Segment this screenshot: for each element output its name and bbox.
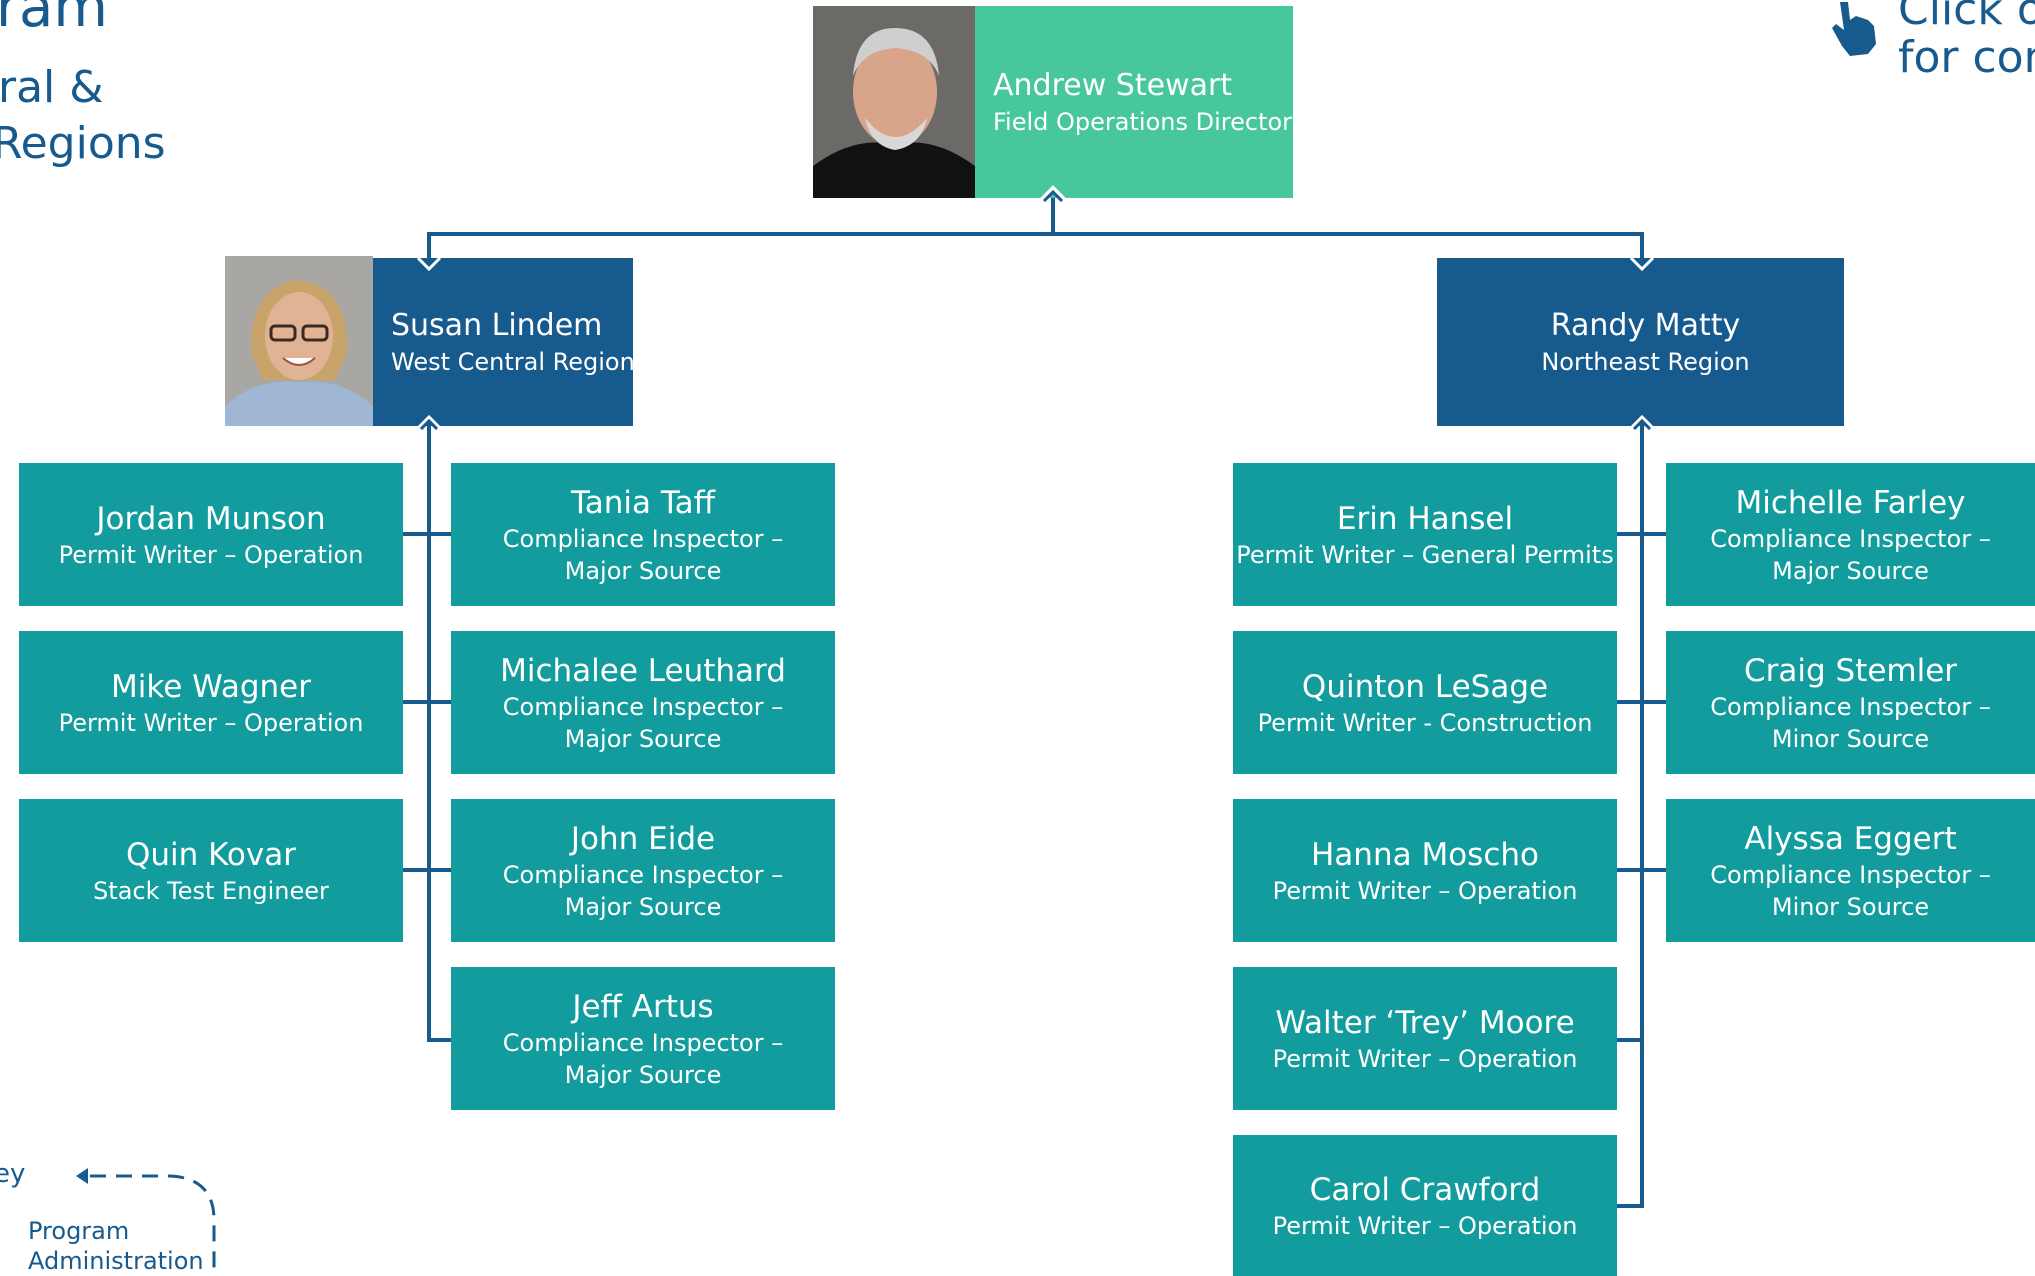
key-label: ey <box>0 1159 26 1189</box>
staff-role-line1: Compliance Inspector – <box>502 1028 784 1057</box>
pointing-hand-icon <box>1826 0 1882 58</box>
staff-role-line2: Major Source <box>564 892 722 921</box>
hint-line1: Click o <box>1898 0 2035 35</box>
ne-region-arrowhead-bottom <box>1629 414 1655 430</box>
staff-card[interactable]: Craig Stemler Compliance Inspector – Min… <box>1666 631 2035 774</box>
staff-name: Michelle Farley <box>1735 484 1966 521</box>
staff-role-line1: Compliance Inspector – <box>1710 860 1991 889</box>
staff-role: Permit Writer – Operation <box>1272 876 1578 905</box>
key-line2: Administration <box>28 1247 204 1275</box>
director-title: Field Operations Director <box>993 108 1293 136</box>
staff-card[interactable]: Michalee Leuthard Compliance Inspector –… <box>451 631 835 774</box>
staff-card[interactable]: Erin Hansel Permit Writer – General Perm… <box>1233 463 1617 606</box>
staff-role: Permit Writer – Operation <box>58 540 364 569</box>
staff-card[interactable]: Jeff Artus Compliance Inspector – Major … <box>451 967 835 1110</box>
staff-role-line2: Major Source <box>564 1060 722 1089</box>
connector-west-row4 <box>427 1038 451 1042</box>
connector-west-row3 <box>403 868 451 872</box>
staff-card[interactable]: Quinton LeSage Permit Writer - Construct… <box>1233 631 1617 774</box>
staff-name: Walter ‘Trey’ Moore <box>1275 1004 1575 1041</box>
staff-name: Jeff Artus <box>572 988 714 1025</box>
director-arrowhead <box>1039 185 1067 202</box>
staff-card[interactable]: Jordan Munson Permit Writer – Operation <box>19 463 403 606</box>
staff-card[interactable]: Quin Kovar Stack Test Engineer <box>19 799 403 942</box>
staff-card[interactable]: Mike Wagner Permit Writer – Operation <box>19 631 403 774</box>
hint-line2: for con <box>1898 32 2035 83</box>
staff-name: Alyssa Eggert <box>1744 820 1957 857</box>
connector-director-down <box>1051 186 1055 236</box>
staff-name: John Eide <box>570 820 716 857</box>
connector-ne-drop <box>1640 232 1644 264</box>
staff-role: Permit Writer – Operation <box>1272 1211 1578 1240</box>
staff-name: Jordan Munson <box>96 500 326 537</box>
staff-role-line2: Major Source <box>564 556 722 585</box>
connector-ne-row5 <box>1616 1204 1644 1208</box>
ne-region-arrowhead-top <box>1629 256 1655 272</box>
staff-role: Permit Writer – Operation <box>1272 1044 1578 1073</box>
staff-role-line1: Compliance Inspector – <box>502 692 784 721</box>
region-manager-name: Susan Lindem <box>391 308 603 343</box>
staff-name: Quinton LeSage <box>1301 668 1549 705</box>
connector-ne-row4 <box>1616 1038 1644 1042</box>
staff-card[interactable]: Tania Taff Compliance Inspector – Major … <box>451 463 835 606</box>
connector-ne-trunk <box>1640 422 1644 1208</box>
region-card-northeast[interactable]: Randy Matty Northeast Region <box>1437 258 1844 426</box>
connector-horizontal-top <box>427 232 1644 236</box>
connector-west-row2 <box>403 700 451 704</box>
connector-ne-row1 <box>1616 532 1666 536</box>
key-line1: Program <box>28 1217 130 1245</box>
staff-name: Erin Hansel <box>1336 500 1514 537</box>
page-subtitle-line1: ral & <box>0 62 104 113</box>
staff-name: Hanna Moscho <box>1311 836 1539 873</box>
director-name: Andrew Stewart <box>993 68 1233 103</box>
staff-name: Craig Stemler <box>1743 652 1958 689</box>
region-name: West Central Region <box>391 348 635 376</box>
susan-lindem-photo <box>225 256 373 426</box>
staff-card[interactable]: Michelle Farley Compliance Inspector – M… <box>1666 463 2035 606</box>
staff-card[interactable]: Hanna Moscho Permit Writer – Operation <box>1233 799 1617 942</box>
page-title: ram <box>0 0 108 40</box>
staff-name: Mike Wagner <box>111 668 311 705</box>
connector-west-drop <box>427 232 431 264</box>
staff-role-line1: Compliance Inspector – <box>502 524 784 553</box>
staff-card[interactable]: John Eide Compliance Inspector – Major S… <box>451 799 835 942</box>
page-subtitle-line2: Regions <box>0 118 166 169</box>
west-region-arrowhead-bottom <box>416 414 442 430</box>
staff-card[interactable]: Alyssa Eggert Compliance Inspector – Min… <box>1666 799 2035 942</box>
region-card-west-central[interactable]: Susan Lindem West Central Region <box>373 258 635 426</box>
staff-role-line1: Compliance Inspector – <box>1710 524 1991 553</box>
west-region-arrowhead-top <box>416 256 442 272</box>
staff-role-line2: Minor Source <box>1771 892 1930 921</box>
staff-card[interactable]: Walter ‘Trey’ Moore Permit Writer – Oper… <box>1233 967 1617 1110</box>
staff-name: Carol Crawford <box>1309 1171 1541 1208</box>
staff-name: Tania Taff <box>570 484 716 521</box>
staff-role-line2: Minor Source <box>1771 724 1930 753</box>
staff-role-line1: Compliance Inspector – <box>502 860 784 889</box>
director-photo <box>813 6 975 198</box>
staff-role-line2: Major Source <box>1772 556 1929 585</box>
connector-ne-row3 <box>1616 868 1666 872</box>
director-card[interactable]: Andrew Stewart Field Operations Director <box>975 6 1293 198</box>
staff-name: Quin Kovar <box>125 836 296 873</box>
staff-role: Permit Writer - Construction <box>1257 708 1593 737</box>
region-name: Northeast Region <box>1541 348 1750 376</box>
staff-role: Permit Writer – Operation <box>58 708 364 737</box>
staff-role-line2: Major Source <box>564 724 722 753</box>
staff-role-line1: Compliance Inspector – <box>1710 692 1991 721</box>
connector-west-row1 <box>403 532 451 536</box>
connector-ne-row2 <box>1616 700 1666 704</box>
staff-name: Michalee Leuthard <box>500 652 786 689</box>
region-manager-name: Randy Matty <box>1550 308 1741 343</box>
staff-role: Stack Test Engineer <box>93 876 329 905</box>
connector-west-trunk <box>427 422 431 1042</box>
staff-card[interactable]: Carol Crawford Permit Writer – Operation <box>1233 1135 1617 1276</box>
dashed-arrow-icon <box>76 1168 216 1276</box>
staff-role: Permit Writer – General Permits <box>1236 540 1614 569</box>
